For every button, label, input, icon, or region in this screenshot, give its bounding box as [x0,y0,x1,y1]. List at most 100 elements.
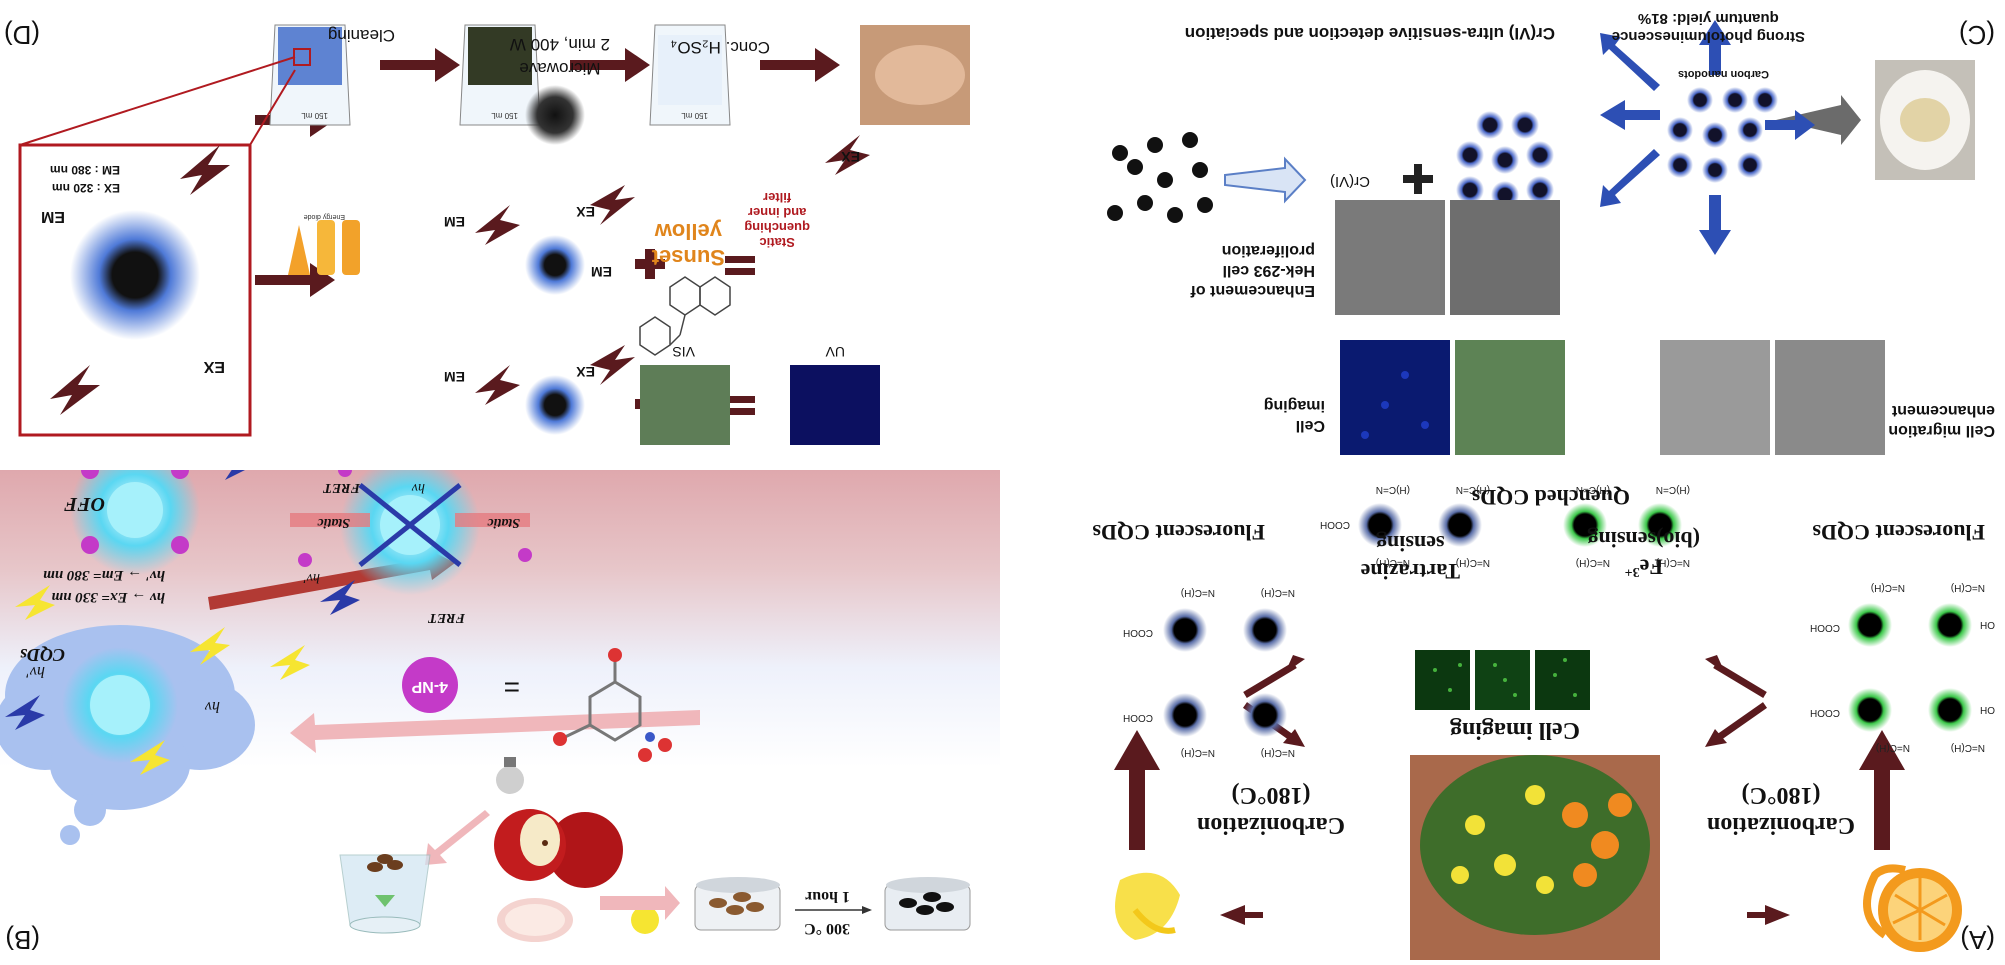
arrow-source [1776,95,1861,145]
arrow-pink-3 [290,710,700,753]
blue-cqds-right [1163,608,1287,737]
4-np-badge [402,657,458,713]
lightning-arrows [50,135,870,415]
cell-image-3 [1415,650,1470,710]
svg-text:N=C(H): N=C(H) [1951,582,1985,593]
em-wavelength: hv' → Em= 380 nm [43,567,165,583]
svg-text:N=C(H): N=C(H) [1376,557,1410,568]
lemon-slice [1115,872,1180,940]
step-acid: Conc. H₂SO₄ [670,38,770,57]
svg-text:N=C(H): N=C(H) [1871,582,1905,593]
svg-text:N=C(H): N=C(H) [1181,747,1215,758]
vis-dot [525,375,585,435]
svg-text:N=C(H): N=C(H) [1656,557,1690,568]
carbonization-left-label: Carbonization(180°C) [1706,782,1855,838]
4-np-badge-label: 4-NP [411,678,448,695]
arrow-cr [1224,156,1307,204]
seed-dish [694,877,781,931]
citrus-tree-photo [1410,755,1660,960]
arrow-to-lemon [1220,905,1245,925]
cqd-fret-probe [290,470,532,595]
vis-label: VIS [672,344,695,360]
svg-text:(H)C=N: (H)C=N [1376,484,1410,495]
group-label: N=C(H) [1951,742,1985,753]
carbonization-arrow-left [1859,730,1905,850]
green-cqds-left [1848,603,1972,732]
panel-b: (B) 300 °C 1 hour 4-NP = CQDs hv hv' FRE… [0,470,1000,965]
beaker-volume-1: 150 mL [681,111,708,120]
svg-text:N=C(H): N=C(H) [1876,742,1910,753]
arrow-pink-1 [600,886,680,920]
product-dish [884,877,971,931]
quenched-cqds [1358,503,1682,547]
uv-image [790,365,880,445]
static-label-2: Static [317,515,350,530]
cell-imaging-title: Cell imaging [1450,717,1580,743]
arrow-to-fe [1712,702,1768,743]
hv-label: hv [204,698,220,715]
fluorescent-cqds-right: Fluorescent CQDs [1092,520,1265,545]
fret-label-2: FRET [323,480,360,495]
uv-label: UV [825,344,845,360]
hvp-label: hv' [26,663,45,680]
recycle-cup [339,854,431,934]
cqd-cloud [0,625,255,845]
hvp-label-2: hv' [303,570,320,585]
panel-b-letter: (B) [5,925,40,955]
temp-label: 300 °C [804,920,850,937]
time-label: 1 hour [805,888,850,905]
svg-text:COOH: COOH [1123,627,1153,638]
svg-text:N=C(H): N=C(H) [1181,587,1215,598]
panel-d-drawing [18,24,970,445]
blue-arrows [1600,20,1815,255]
cell-image-2 [1475,650,1530,710]
em-label-1: EM [444,214,465,230]
zoom-em-marker: EM [41,208,65,225]
panel-a-letter: (A) [1960,925,1995,955]
ex-label-2: EX [576,204,595,220]
panel-c-letter: (C) [1958,20,1995,50]
carbon-nanodots-label: Carbon nanodots [1677,68,1769,80]
equals-sign: = [503,672,520,703]
panel-b-drawing [0,470,971,942]
energy-diode-label: Energy diode [303,213,345,220]
quenched-dot-em [525,235,585,295]
4-np-molecule [553,648,672,762]
svg-text:OH: OH [1980,704,1995,715]
lightning-yellow [15,585,55,620]
carbonization-arrow-right [1114,730,1160,850]
svg-text:COOH: COOH [1320,519,1350,530]
imaging-uv [1340,340,1450,455]
svg-text:N=C(H): N=C(H) [1576,557,1610,568]
svg-text:(H)C=N: (H)C=N [1456,484,1490,495]
panel-c: (C) Carbon nanodots Strong photoluminesc… [1005,0,2005,465]
zoom-ex-label: EX : 320 nm [51,181,120,195]
panel-c-drawing [1107,20,1975,455]
svg-text:(H)C=N: (H)C=N [1656,484,1690,495]
orange-slice [1863,864,1962,952]
svg-text:N=C(H): N=C(H) [1456,557,1490,568]
svg-text:COOH: COOH [1810,707,1840,718]
off-label: OFF [63,493,105,515]
sunset-yellow-molecule [639,276,731,356]
vis-image [640,365,730,445]
beaker-microwave [459,24,541,126]
em-label-quenched: EM [591,264,612,280]
zoom-ex-marker: EX [203,358,225,375]
dark-dot [525,85,585,145]
cr-label: Cr(VI) [1330,173,1370,190]
process-arrows [255,48,840,297]
ex-wavelength: hv → Ex= 330 nm [51,589,165,605]
zoom-em-label: EM : 380 nm [49,163,120,177]
cr-title: Cr(VI) ultra-sensitive detection and spe… [1184,24,1555,43]
